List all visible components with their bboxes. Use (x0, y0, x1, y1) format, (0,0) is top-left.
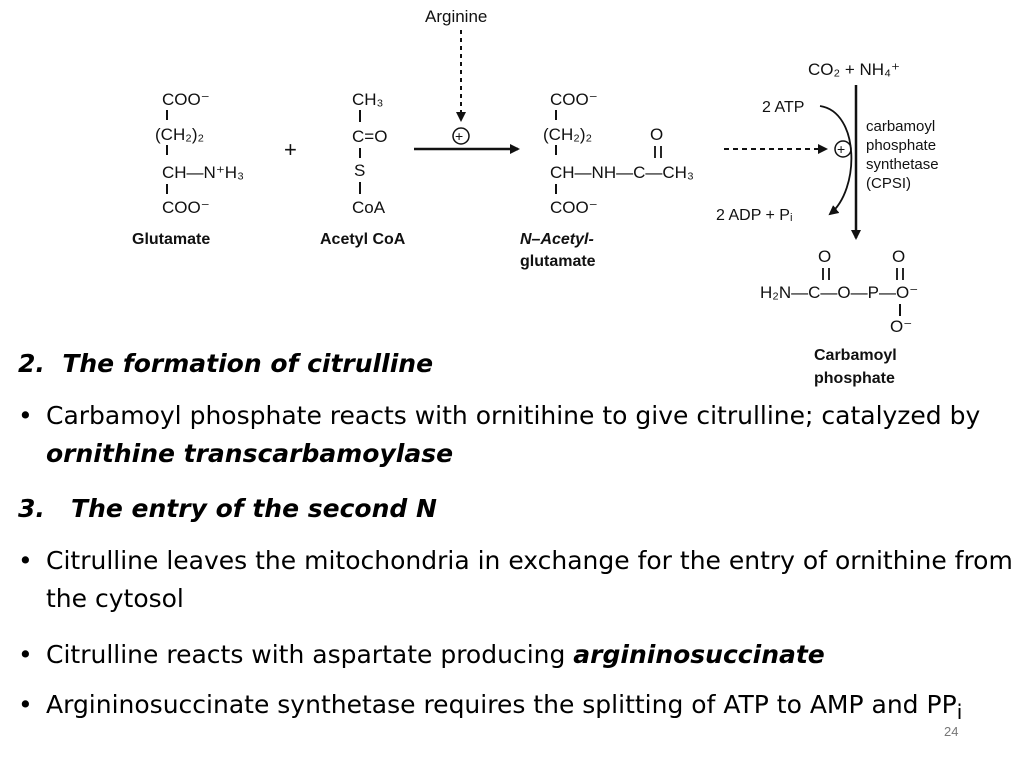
glutamate-structure: COO⁻ (CH₂)₂ CH—N⁺H₃ COO⁻ Glutamate (132, 90, 244, 248)
svg-text:+: + (455, 128, 463, 144)
svg-text:C=O: C=O (352, 127, 387, 146)
glutamate-name: Glutamate (132, 231, 210, 248)
svg-text:(CH₂)₂: (CH₂)₂ (543, 125, 592, 144)
enzyme-line3: synthetase (866, 156, 939, 173)
svg-text:O⁻: O⁻ (890, 317, 912, 336)
carbamoyl-phosphate-structure: O O H₂N—C—O—P—O⁻ O⁻ Carbamoyl phosphate (760, 247, 918, 387)
enzyme-name: ornithine transcarbamoylase (46, 439, 454, 468)
svg-text:O: O (818, 247, 831, 266)
n-acetylglutamate-structure: COO⁻ (CH₂)₂ O CH—NH—C—CH₃ COO⁻ N–Acetyl-… (520, 90, 694, 270)
nag-name-line2: glutamate (520, 253, 596, 270)
svg-text:COO⁻: COO⁻ (162, 198, 210, 217)
svg-text:CH—NH—C—CH₃: CH—NH—C—CH₃ (550, 163, 694, 182)
heading-citrulline-formation: 2. The formation of citrulline (18, 349, 434, 378)
svg-text:(CH₂)₂: (CH₂)₂ (155, 125, 204, 144)
enzyme-line2: phosphate (866, 137, 936, 154)
enzyme-line4: (CPSI) (866, 175, 911, 192)
svg-text:+: + (837, 141, 845, 157)
svg-text:S: S (354, 161, 365, 180)
svg-text:COO⁻: COO⁻ (550, 90, 598, 109)
activator-circle (452, 127, 470, 145)
nag-name-line1: N–Acetyl- (520, 231, 594, 248)
svg-text:COO⁻: COO⁻ (162, 90, 210, 109)
atp-curve-arrow (819, 105, 853, 216)
svg-text:O: O (650, 125, 663, 144)
bullet-aspartate-reaction: Citrulline reacts with aspartate produci… (18, 636, 1024, 674)
svg-text:CH—N⁺H₃: CH—N⁺H₃ (162, 163, 244, 182)
urea-cycle-diagram: Arginine COO⁻ (CH₂)₂ CH—N⁺H₃ COO⁻ Glutam… (132, 7, 939, 387)
heading-second-n: 3. The entry of the second N (18, 494, 437, 523)
acetyl-coa-structure: CH₃ C=O S CoA Acetyl CoA (320, 90, 406, 248)
cp-name-line2: phosphate (814, 370, 895, 387)
page-number: 24 (944, 724, 959, 739)
arginine-label: Arginine (425, 7, 487, 26)
acetyl-coa-name: Acetyl CoA (320, 231, 406, 248)
co2-nh4-label: CO₂ + NH₄⁺ (808, 60, 900, 79)
bullet-carbamoyl-reaction: Carbamoyl phosphate reacts with ornitihi… (18, 397, 1024, 473)
bullet-citrulline-exchange: Citrulline leaves the mitochondria in ex… (18, 542, 1024, 618)
svg-text:H₂N—C—O—P—O⁻: H₂N—C—O—P—O⁻ (760, 283, 918, 302)
svg-text:O: O (892, 247, 905, 266)
adp-label: 2 ADP + Pᵢ (716, 207, 793, 224)
plus-sign: + (284, 137, 297, 162)
heading-title: The formation of citrulline (62, 349, 434, 378)
svg-text:COO⁻: COO⁻ (550, 198, 598, 217)
bullet-atp-splitting: Argininosuccinate synthetase requires th… (18, 686, 1024, 731)
product-name: argininosuccinate (573, 640, 825, 669)
enzyme-line1: carbamoyl (866, 118, 935, 135)
svg-text:CH₃: CH₃ (352, 90, 383, 109)
cp-name-line1: Carbamoyl (814, 347, 897, 364)
atp-label: 2 ATP (762, 99, 804, 116)
heading-title: The entry of the second N (71, 494, 437, 523)
svg-text:CoA: CoA (352, 198, 386, 217)
